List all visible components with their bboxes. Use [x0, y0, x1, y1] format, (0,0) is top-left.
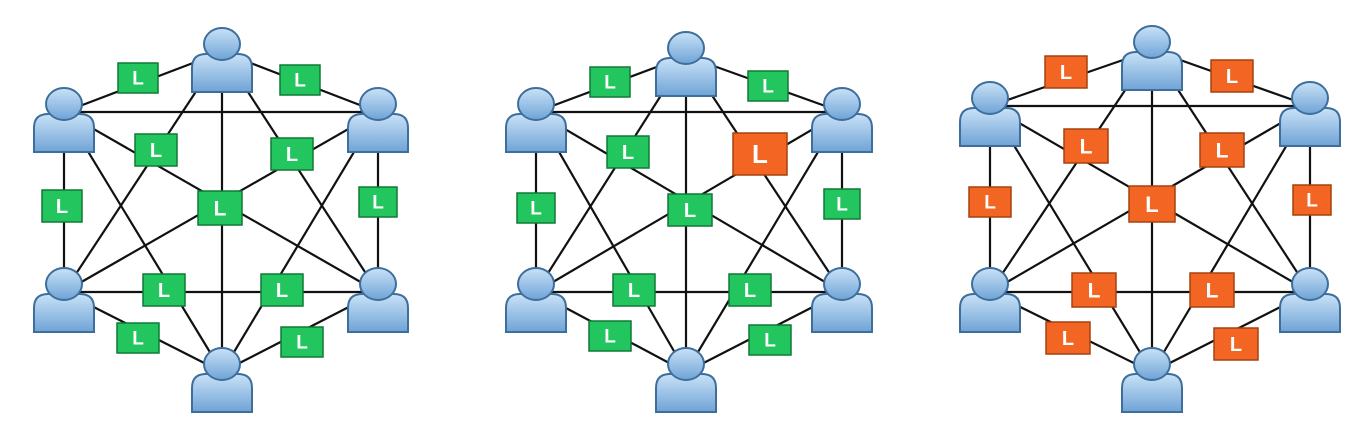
ledger-box-tampered: L	[1210, 59, 1254, 93]
ledger-box-tampered: L	[1071, 272, 1117, 308]
ledger-box-tampered: L	[1199, 132, 1245, 168]
ledger-label: L	[132, 329, 144, 350]
mesh-edge	[221, 111, 379, 373]
ledger-box-tampered: L	[1045, 321, 1091, 355]
user-icon	[655, 31, 717, 97]
ledger-box-valid: L	[358, 186, 398, 218]
ledger-box-valid: L	[516, 192, 556, 224]
ledger-box-tampered: L	[1189, 272, 1235, 308]
ledger-box-valid: L	[667, 193, 713, 227]
user-icon	[347, 267, 409, 333]
mesh-edge	[989, 105, 1153, 373]
ledger-label: L	[286, 144, 298, 166]
ledger-label: L	[132, 69, 144, 90]
user-icon	[1279, 81, 1341, 147]
user-icon	[1121, 25, 1183, 91]
ledger-box-tampered: L	[732, 132, 788, 176]
user-icon	[505, 267, 567, 333]
ledger-box-valid: L	[270, 137, 314, 171]
user-icon	[191, 27, 253, 93]
ledger-label: L	[158, 280, 170, 302]
ledger-label: L	[1145, 192, 1158, 217]
ledger-label: L	[1060, 62, 1072, 84]
user-icon	[505, 87, 567, 153]
ledger-label: L	[530, 199, 542, 220]
ledger-box-valid: L	[116, 322, 160, 354]
ledger-label: L	[1230, 334, 1242, 356]
network-one-tampered: L L L L L L L L L L L	[505, 31, 873, 413]
mesh-edge	[63, 111, 223, 373]
ledger-label: L	[604, 327, 616, 348]
ledger-box-valid: L	[589, 66, 631, 98]
user-icon	[33, 87, 95, 153]
user-icon	[1279, 267, 1341, 333]
ledger-label: L	[372, 193, 384, 214]
ledger-box-tampered: L	[1063, 128, 1109, 164]
mesh-edge	[685, 111, 843, 373]
ledger-box-valid: L	[606, 135, 650, 169]
ledger-box-valid: L	[728, 273, 772, 307]
user-icon	[1121, 347, 1183, 413]
ledger-label: L	[150, 140, 162, 162]
user-icon	[811, 267, 873, 333]
ledger-box-tampered: L	[1292, 184, 1332, 216]
ledger-box-valid: L	[197, 190, 243, 226]
mesh-edge	[535, 111, 687, 373]
ledger-label: L	[1088, 279, 1101, 302]
ledger-label: L	[1206, 279, 1219, 302]
ledger-label: L	[56, 196, 68, 218]
ledger-box-valid: L	[142, 273, 186, 307]
ledger-label: L	[622, 142, 634, 164]
ledger-box-tampered: L	[1044, 55, 1088, 89]
ledger-box-tampered: L	[1213, 327, 1259, 361]
user-icon	[811, 87, 873, 153]
ledger-box-valid: L	[280, 326, 324, 358]
ledger-box-valid: L	[134, 133, 178, 167]
ledger-label: L	[752, 139, 768, 169]
ledger-box-valid: L	[747, 70, 789, 102]
network-all-tampered: L L L L L L L L L L L	[959, 25, 1341, 413]
ledger-label: L	[604, 73, 616, 94]
ledger-box-tampered: L	[968, 186, 1012, 218]
user-icon	[191, 347, 253, 413]
ledger-label: L	[296, 333, 308, 354]
ledger-label: L	[1226, 66, 1238, 88]
ledger-label: L	[294, 71, 306, 92]
user-icon	[959, 81, 1021, 147]
ledger-label: L	[764, 331, 776, 352]
ledger-box-valid: L	[748, 324, 792, 356]
user-icon	[959, 267, 1021, 333]
ledger-box-valid: L	[588, 320, 632, 352]
network-all-valid: L L L L L L L L L L L	[33, 27, 409, 413]
ledger-label: L	[1062, 328, 1074, 350]
ledger-box-valid: L	[612, 273, 656, 307]
ledger-box-valid: L	[260, 273, 304, 307]
ledger-box-valid: L	[279, 64, 321, 96]
ledger-label: L	[984, 193, 996, 214]
user-icon	[347, 87, 409, 153]
ledger-label: L	[762, 77, 774, 98]
ledger-label: L	[1080, 135, 1093, 158]
user-icon	[33, 267, 95, 333]
ledger-label: L	[276, 280, 288, 302]
ledger-label: L	[836, 195, 848, 216]
ledger-box-valid: L	[117, 62, 159, 94]
ledger-label: L	[628, 280, 640, 302]
ledger-box-valid: L	[823, 188, 861, 220]
mesh-edge	[1151, 105, 1311, 373]
ledger-label: L	[1306, 191, 1318, 212]
ledger-label: L	[744, 280, 756, 302]
ledger-label: L	[1216, 139, 1229, 162]
user-icon	[655, 347, 717, 413]
ledger-box-tampered: L	[1128, 185, 1176, 223]
ledger-box-valid: L	[41, 189, 83, 223]
ledger-label: L	[684, 200, 696, 222]
ledger-label: L	[214, 197, 227, 220]
